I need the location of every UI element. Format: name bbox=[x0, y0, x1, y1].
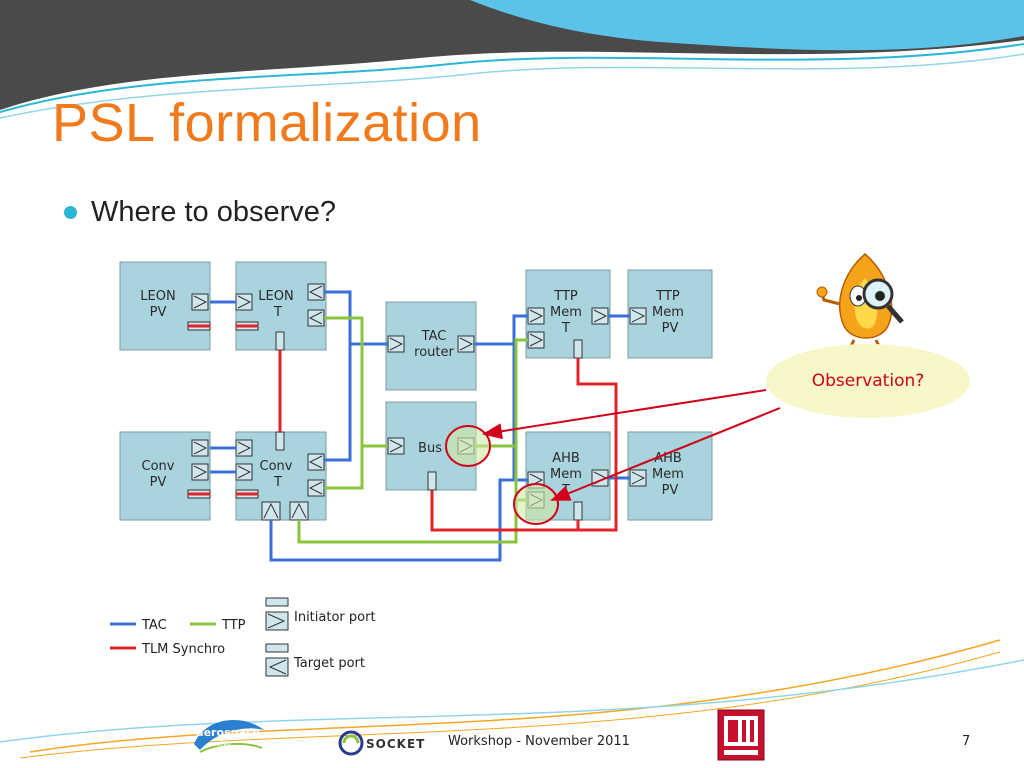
block-label: PV bbox=[150, 305, 167, 320]
legend-ttp-label: TTP bbox=[221, 618, 246, 633]
block-label: TTP bbox=[655, 289, 680, 304]
block-label: TTP bbox=[553, 289, 578, 304]
block-label: AHB bbox=[552, 451, 580, 466]
observation-highlight-ahb bbox=[513, 483, 559, 525]
legend-tlm-label: TLM Synchro bbox=[141, 642, 225, 657]
bullet-dot-icon bbox=[64, 206, 77, 219]
legend-initiator-label: Initiator port bbox=[294, 610, 376, 625]
block-label: T bbox=[561, 321, 570, 336]
footer-text: Workshop - November 2011 bbox=[448, 734, 630, 749]
block-label: Mem bbox=[550, 305, 582, 320]
block-label: LEON bbox=[140, 289, 175, 304]
aerospace-logo-subtext: vallée bbox=[213, 741, 231, 748]
block-label: Mem bbox=[652, 467, 684, 482]
block-label: T bbox=[273, 475, 282, 490]
block-label: PV bbox=[150, 475, 167, 490]
page-number: 7 bbox=[962, 734, 971, 749]
block-label: Mem bbox=[550, 467, 582, 482]
block-label: Mem bbox=[652, 305, 684, 320]
socket-logo-text: SOCKET bbox=[366, 737, 425, 751]
bullet-item: Where to observe? bbox=[64, 196, 336, 229]
socket-logo: SOCKET bbox=[338, 730, 425, 756]
block-label: router bbox=[414, 345, 454, 360]
block-label: LEON bbox=[258, 289, 293, 304]
block-label: Bus bbox=[418, 441, 442, 456]
block-label: Conv bbox=[142, 459, 175, 474]
architecture-diagram: LEON PV LEON T Conv PV Conv T TAC router… bbox=[104, 250, 724, 690]
minalogic-logo bbox=[717, 709, 765, 761]
legend-target-label: Target port bbox=[293, 656, 365, 671]
slide-title: PSL formalization bbox=[52, 93, 482, 153]
aerospace-logo-text: aerospace bbox=[196, 726, 260, 739]
observation-callout: Observation? bbox=[766, 344, 970, 418]
diagram-legend: TAC TTP TLM Synchro Initiator port Targe… bbox=[110, 597, 376, 677]
tac-connections bbox=[210, 290, 630, 562]
top-swoosh-decoration bbox=[0, 0, 1024, 119]
block-label: PV bbox=[662, 483, 679, 498]
block-label: PV bbox=[662, 321, 679, 336]
block-label: T bbox=[273, 305, 282, 320]
block-label: TAC bbox=[421, 329, 447, 344]
bullet-text: Where to observe? bbox=[91, 196, 337, 228]
aerospace-valley-logo: aerospace vallée bbox=[194, 719, 264, 753]
block-label: T bbox=[561, 483, 570, 498]
block-label: AHB bbox=[654, 451, 682, 466]
block-label: Conv bbox=[260, 459, 293, 474]
bottom-swoosh-decoration bbox=[0, 639, 1024, 759]
observation-callout-text: Observation? bbox=[811, 371, 925, 391]
block-leon-pv: LEON PV bbox=[119, 261, 211, 351]
legend-tac-label: TAC bbox=[141, 618, 167, 633]
flame-mascot-icon bbox=[812, 244, 918, 358]
observation-highlight-bus bbox=[445, 425, 491, 467]
